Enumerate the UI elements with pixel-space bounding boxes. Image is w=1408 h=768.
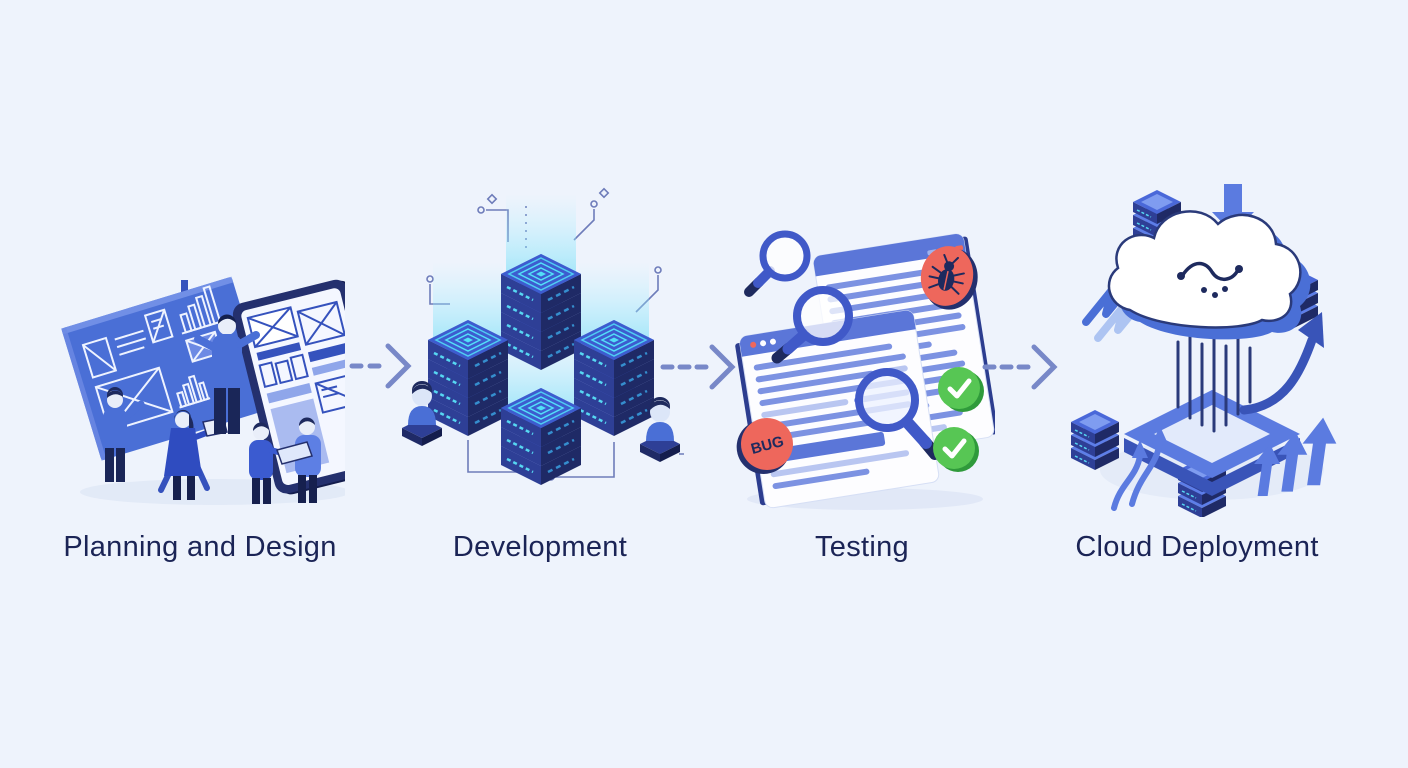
stage-arrow-icon [660, 344, 736, 390]
planning-illustration [61, 276, 345, 505]
check-icon [938, 367, 984, 412]
up-arrows-icon [1254, 417, 1337, 496]
stage-arrow-icon [349, 343, 412, 389]
stage-label-planning: Planning and Design [63, 531, 337, 563]
testing-illustration: BUG [735, 230, 995, 510]
person-figure [276, 417, 321, 503]
magnifier-icon [771, 286, 853, 364]
connection-lines [1176, 330, 1252, 433]
tablet-icon [232, 279, 345, 495]
server-stack-icon [426, 318, 510, 438]
bug-icon [920, 246, 978, 310]
magnifier-icon [744, 230, 811, 297]
growth-arrow-icon [1239, 312, 1324, 415]
deployment-illustration [1070, 184, 1337, 517]
magnifier-icon [855, 368, 941, 460]
circuit-glyph-icon [1177, 261, 1243, 298]
stage-label-testing: Testing [815, 531, 909, 563]
check-icon [933, 427, 979, 472]
stage-label-deployment: Cloud Deployment [1075, 531, 1319, 563]
flow-arrows-icon [1111, 426, 1168, 511]
stage-arrow-icon [982, 344, 1058, 390]
person-figure [249, 422, 288, 504]
stage-label-development: Development [452, 531, 628, 563]
server-stack-icon [499, 386, 583, 487]
person-figure [103, 387, 145, 482]
person-figure [194, 314, 260, 434]
bug-badge: BUG [736, 418, 793, 474]
cloud-icon [1107, 210, 1311, 340]
database-stack-icon [1070, 409, 1120, 471]
server-stack-icon [499, 252, 583, 372]
development-illustration [402, 187, 684, 487]
server-stack-icon [572, 318, 656, 438]
